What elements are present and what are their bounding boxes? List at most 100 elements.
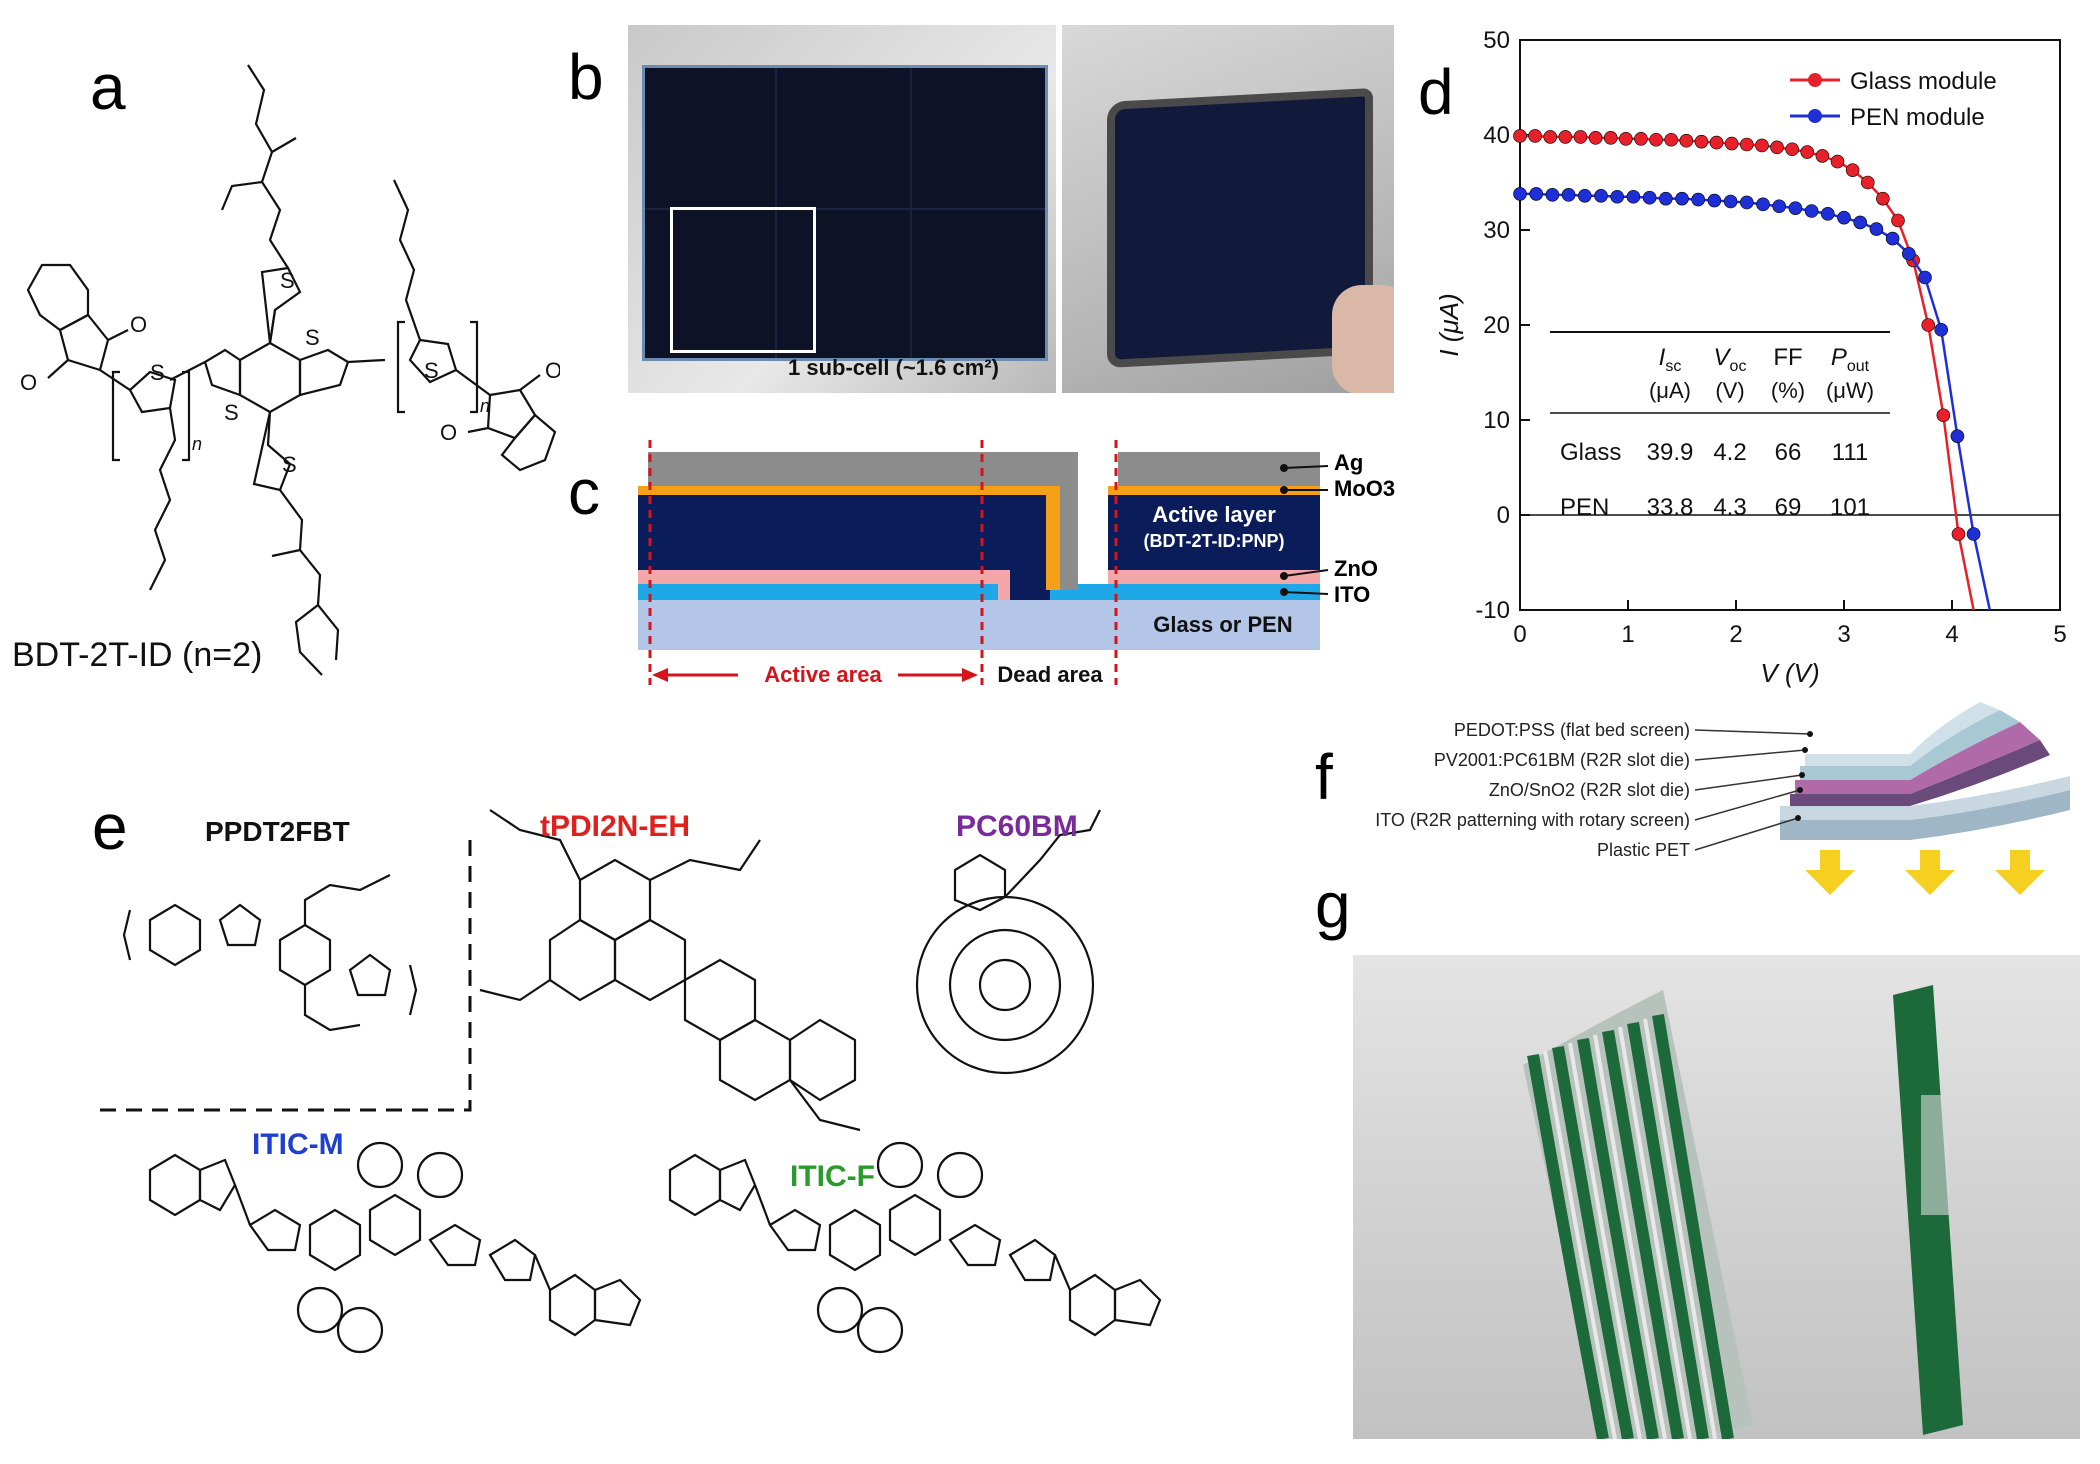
f-layer-pet: Plastic PET bbox=[1596, 840, 1690, 860]
y-tick-label: -10 bbox=[1475, 597, 1510, 624]
x-tick-label: 3 bbox=[1837, 621, 1850, 648]
table-row-label: Glass bbox=[1560, 439, 1621, 466]
data-point bbox=[1707, 193, 1722, 208]
x-tick-label: 0 bbox=[1513, 621, 1526, 648]
svg-text:O: O bbox=[440, 420, 457, 445]
data-point bbox=[1876, 191, 1890, 206]
data-point bbox=[1588, 131, 1603, 145]
green-module-strips bbox=[1523, 985, 1963, 1439]
data-point bbox=[1642, 190, 1657, 205]
table-unit: (μW) bbox=[1826, 378, 1874, 403]
data-point bbox=[1513, 187, 1527, 201]
data-point bbox=[1934, 322, 1949, 337]
data-point bbox=[1837, 210, 1851, 225]
table-cell: 39.9 bbox=[1647, 439, 1694, 466]
printed-module-photo bbox=[1353, 955, 2080, 1439]
active-layer-subtitle: (BDT-2T-ID:PNP) bbox=[1143, 531, 1285, 551]
table-cell: 66 bbox=[1775, 439, 1802, 466]
data-point bbox=[1772, 199, 1787, 214]
svg-text:O: O bbox=[20, 370, 37, 395]
svg-text:O: O bbox=[545, 358, 560, 383]
panel-label-b: b bbox=[568, 41, 604, 113]
svg-text:O: O bbox=[130, 312, 147, 337]
panel-label-f: f bbox=[1315, 741, 1333, 813]
ppdt2fbt-ring bbox=[148, 903, 202, 967]
subcell-outline bbox=[670, 207, 816, 353]
svg-text:S: S bbox=[305, 325, 320, 350]
data-point bbox=[1649, 132, 1663, 147]
active-layer-right bbox=[1108, 495, 1320, 570]
molecule-name-pc60bm: PC60BM bbox=[956, 810, 1078, 843]
table-header: Voc bbox=[1714, 344, 1747, 375]
y-tick-label: 30 bbox=[1483, 217, 1510, 244]
panel-label-e: e bbox=[92, 791, 128, 863]
data-point bbox=[1603, 131, 1618, 145]
y-tick-label: 50 bbox=[1483, 27, 1510, 54]
table-cell: 69 bbox=[1775, 494, 1802, 521]
table-header: FF bbox=[1773, 344, 1802, 371]
data-point bbox=[1845, 163, 1860, 177]
y-tick-label: 0 bbox=[1497, 502, 1510, 529]
layer-stack-illustration bbox=[1694, 702, 2070, 895]
panel-a-molecule: S S S S S S O O O O n n bbox=[0, 60, 562, 700]
data-point bbox=[1679, 133, 1694, 148]
svg-text:S: S bbox=[280, 268, 295, 293]
panel-c-device-stack: Ag MoO3 ZnO ITO Active layer (BDT-2T-ID:… bbox=[628, 430, 1428, 700]
svg-text:n: n bbox=[480, 396, 490, 416]
data-point bbox=[1869, 222, 1884, 236]
table-unit: (%) bbox=[1771, 378, 1805, 403]
substrate-layer bbox=[638, 600, 1320, 650]
data-point bbox=[1756, 197, 1770, 212]
zno-layer-right bbox=[1108, 570, 1320, 584]
molecule-name-ppdt2fbt: PPDT2FBT bbox=[205, 816, 350, 847]
svg-text:n: n bbox=[192, 434, 202, 454]
data-point bbox=[1966, 527, 1981, 541]
svg-text:S: S bbox=[150, 360, 165, 385]
glass-module-photo: 1 sub-cell (~1.6 cm²) bbox=[628, 25, 1056, 393]
legend-label: PEN module bbox=[1850, 104, 1985, 131]
molecule-name-itic-f: ITIC-F bbox=[790, 1160, 875, 1193]
active-area-label: Active area bbox=[764, 662, 882, 687]
table-header: Isc bbox=[1659, 344, 1682, 375]
panel-label-g: g bbox=[1315, 869, 1351, 941]
data-point bbox=[1543, 130, 1558, 144]
data-point bbox=[1853, 215, 1868, 230]
dead-area-label: Dead area bbox=[997, 662, 1103, 687]
active-layer-left bbox=[638, 495, 1038, 570]
data-point bbox=[1936, 408, 1951, 423]
data-point bbox=[1891, 213, 1905, 228]
data-point bbox=[1709, 135, 1724, 150]
legend-label: Glass module bbox=[1850, 68, 1997, 95]
molecule-name-itic-m: ITIC-M bbox=[252, 1128, 344, 1161]
data-point bbox=[1675, 191, 1689, 206]
layer-label-moo3: MoO3 bbox=[1334, 476, 1396, 501]
x-tick-label: 4 bbox=[1945, 621, 1958, 648]
data-point bbox=[1619, 132, 1633, 146]
zno-layer-left bbox=[638, 570, 1010, 584]
table-header: Pout bbox=[1831, 344, 1870, 375]
data-point bbox=[1664, 132, 1678, 147]
data-point bbox=[1951, 527, 1966, 541]
data-point bbox=[1901, 246, 1916, 261]
data-point bbox=[1694, 134, 1709, 149]
data-point bbox=[1724, 136, 1739, 151]
y-axis-label: I (μA) bbox=[1434, 293, 1464, 356]
data-point bbox=[1558, 130, 1573, 144]
table-unit: (μA) bbox=[1649, 378, 1691, 403]
data-point bbox=[1820, 207, 1835, 221]
data-point bbox=[1573, 130, 1588, 144]
data-point bbox=[1594, 189, 1608, 203]
data-point bbox=[1800, 145, 1815, 159]
data-point bbox=[1528, 129, 1542, 143]
data-point bbox=[1610, 189, 1624, 204]
data-point bbox=[1788, 201, 1803, 215]
data-point bbox=[1723, 194, 1738, 209]
data-point bbox=[1578, 189, 1592, 203]
x-tick-label: 2 bbox=[1729, 621, 1742, 648]
data-point bbox=[1804, 204, 1819, 218]
pen-module-photo bbox=[1062, 25, 1394, 393]
data-point bbox=[1659, 191, 1673, 206]
layer-label-ito: ITO bbox=[1334, 582, 1371, 607]
finger bbox=[1332, 285, 1394, 393]
